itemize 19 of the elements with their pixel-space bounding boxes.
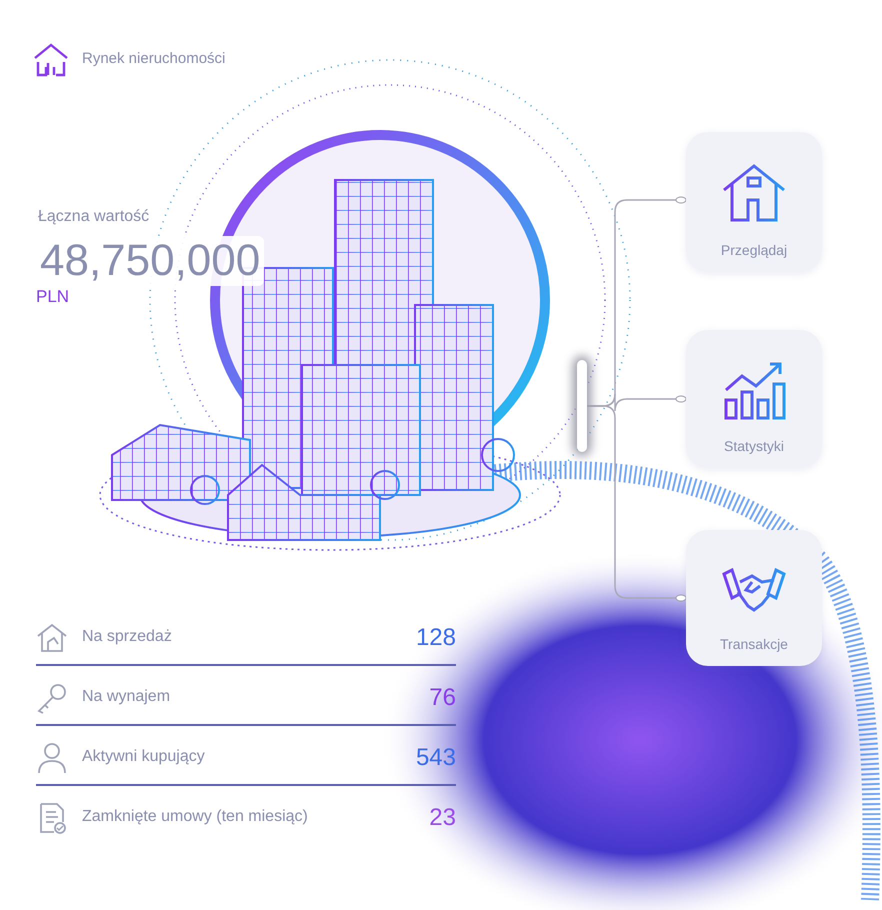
card-label: Statystyki [723, 438, 785, 454]
card-label: Transakcje [719, 636, 789, 652]
connector-hub [577, 360, 587, 452]
card-label: Przeglądaj [720, 242, 788, 258]
stat-label: Aktywni kupujący [82, 748, 205, 766]
feature-card [686, 330, 822, 468]
stat-value: 76 [429, 684, 456, 712]
currency-label: PLN [36, 287, 70, 307]
feature-card [686, 132, 822, 272]
stat-label: Na sprzedaż [82, 628, 172, 646]
stat-value: 543 [416, 744, 456, 772]
connector-line [587, 405, 686, 602]
section-title: Rynek nieruchomości [82, 50, 226, 67]
stat-value: 128 [416, 624, 456, 652]
total-value-caption: Łączna wartość [38, 208, 150, 226]
feature-card [686, 530, 822, 666]
stat-label: Na wynajem [82, 688, 170, 706]
stat-value: 23 [429, 804, 456, 832]
stat-label: Zamknięte umowy (ten miesiąc) [82, 808, 308, 826]
